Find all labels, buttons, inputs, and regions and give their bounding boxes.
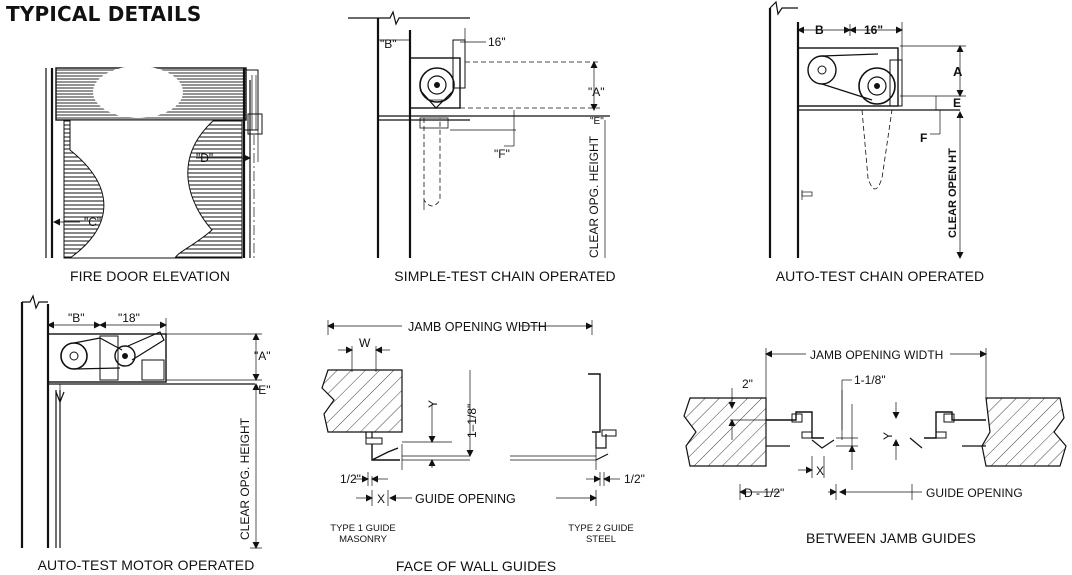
label-16: 16" [488, 35, 506, 49]
between-jamb-guides-drawing: JAMB OPENING WIDTH 2" [683, 348, 1067, 500]
sheet-title: TYPICAL DETAILS [6, 2, 202, 26]
bj-jamb-width: JAMB OPENING WIDTH [810, 348, 943, 362]
label-half-right: 1/2" [624, 472, 645, 486]
type-2-line-1: TYPE 2 GUIDE [568, 523, 634, 534]
auto-test-chain-drawing: B 16" A E F CLEAR OPEN HT [768, 0, 966, 259]
type-1-guide-note: TYPE 1 GUIDE MASONRY [308, 523, 418, 545]
label-d: "D" [196, 151, 213, 165]
caption-between-jamb: BETWEEN JAMB GUIDES [806, 530, 976, 546]
caption-fire-door-elevation: FIRE DOOR ELEVATION [69, 268, 231, 284]
bj-guide-opening: GUIDE OPENING [926, 486, 1023, 500]
type-2-line-2: STEEL [585, 534, 617, 545]
label-w: W [359, 336, 371, 350]
label-e: "E" [590, 116, 604, 127]
label-118-bj: 1-1/8" [854, 373, 886, 387]
label-18-motor: "18" [118, 311, 140, 325]
auto-test-motor-drawing: "B" "18" "A" "E" CLEAR OPG. HEIGHT [20, 294, 271, 549]
label-a-motor: "A" [254, 349, 271, 363]
caption-simple-test: SIMPLE-TEST CHAIN OPERATED [394, 268, 616, 284]
label-y-bj: Y [881, 432, 895, 440]
type-1-line-2: MASONRY [339, 534, 387, 545]
caption-auto-test-chain: AUTO-TEST CHAIN OPERATED [775, 268, 985, 284]
simple-test-chain-drawing: "B" 16" "A" "E" "F" CLEAR OPG. HEIGHT [348, 10, 610, 258]
label-a-auto: A [953, 64, 963, 79]
label-clear-height: CLEAR OPG. HEIGHT [587, 135, 601, 258]
label-clear-height-motor: CLEAR OPG. HEIGHT [238, 417, 252, 540]
type-1-line-1: TYPE 1 GUIDE [330, 523, 396, 534]
fow-jamb-width: JAMB OPENING WIDTH [408, 320, 547, 334]
label-a: "A" [588, 85, 605, 99]
label-x-bj: X [816, 464, 824, 478]
label-half-left: 1/2" [340, 472, 361, 486]
caption-auto-test-motor: AUTO-TEST MOTOR OPERATED [37, 557, 255, 573]
label-b-auto: B [815, 23, 824, 37]
label-c: "C" [84, 215, 101, 229]
fow-guide-opening: GUIDE OPENING [415, 492, 516, 506]
caption-face-of-wall: FACE OF WALL GUIDES [395, 558, 557, 574]
label-b: "B" [380, 37, 397, 51]
type-2-guide-note: TYPE 2 GUIDE STEEL [546, 523, 656, 545]
label-y-fow: Y [426, 400, 440, 408]
label-f-auto: F [920, 131, 927, 145]
label-d-half: D - 1/2" [744, 486, 784, 500]
label-clear-open-ht: CLEAR OPEN HT [947, 148, 959, 238]
face-of-wall-guides-drawing: JAMB OPENING WIDTH W Y 1–1/8" [321, 320, 645, 506]
label-118-fow: 1–1/8" [465, 404, 479, 438]
label-16-auto: 16" [864, 23, 883, 37]
label-e-auto: E [953, 96, 961, 110]
label-2in: 2" [742, 377, 753, 391]
label-b-motor: "B" [68, 311, 85, 325]
label-f: "F" [494, 147, 510, 161]
label-x-fow: X [377, 492, 385, 506]
fire-door-elevation-drawing: "C" "D" [45, 66, 263, 259]
label-e-motor: "E" [254, 383, 271, 397]
